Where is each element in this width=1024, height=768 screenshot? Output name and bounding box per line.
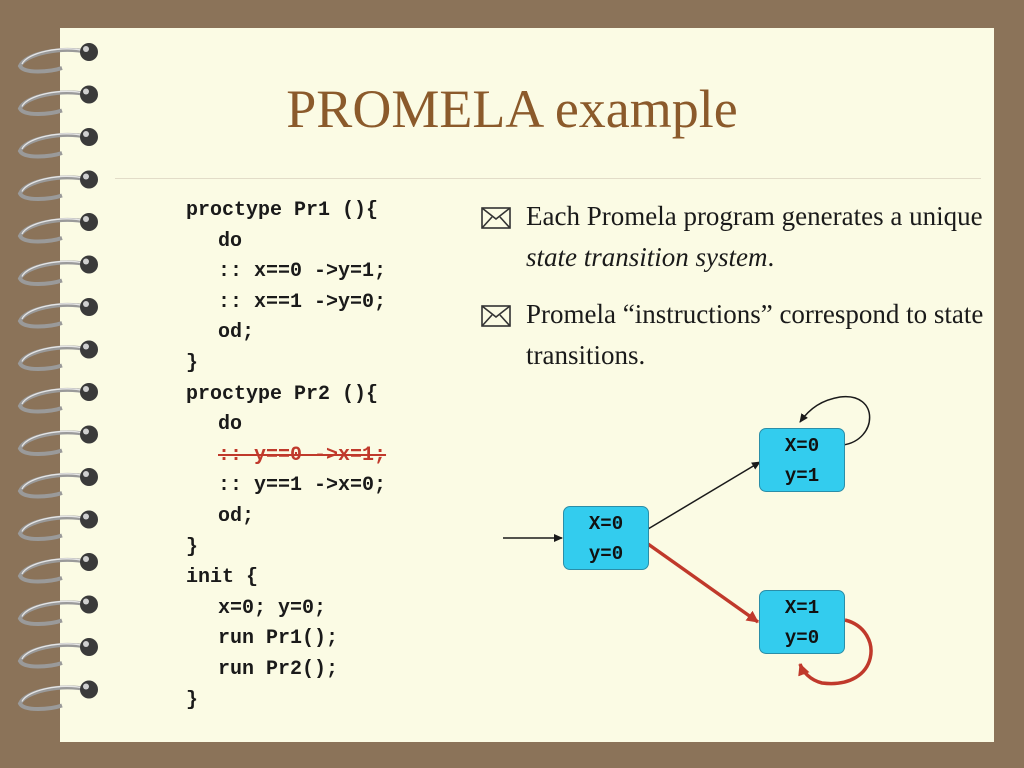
- self-loop-arrow-highlight: [798, 618, 873, 686]
- code-line: }: [186, 688, 199, 712]
- title-divider: [115, 178, 981, 179]
- code-line: proctype Pr2 (){: [186, 382, 379, 406]
- bullet-text: Promela “instructions” correspond to sta…: [526, 299, 984, 370]
- code-line: do: [218, 229, 243, 253]
- state-y-label: y=0: [588, 543, 624, 565]
- bullet-item: Each Promela program generates a unique …: [480, 196, 1010, 278]
- spiral-ring-icon: [17, 383, 98, 414]
- self-loop-arrow: [799, 396, 871, 446]
- code-line: run Pr2();: [218, 657, 339, 681]
- envelope-icon: [481, 207, 511, 229]
- state-x-label: X=1: [784, 597, 820, 619]
- spiral-ring-icon: [17, 638, 98, 669]
- bullet-item: Promela “instructions” correspond to sta…: [480, 294, 1010, 376]
- transition-arrow-highlight: [646, 542, 760, 624]
- code-line: od;: [218, 321, 255, 345]
- spiral-ring-icon: [17, 553, 98, 584]
- state-y-label: y=1: [784, 465, 820, 487]
- spiral-ring-icon: [17, 680, 98, 711]
- spiral-ring-icon: [17, 255, 98, 286]
- spiral-ring-icon: [17, 468, 98, 499]
- code-line: :: x==0 ->y=1;: [218, 260, 387, 284]
- spiral-ring-icon: [17, 43, 98, 74]
- code-line: x=0; y=0;: [218, 596, 327, 620]
- code-line: run Pr1();: [218, 627, 339, 651]
- spiral-binding: [17, 43, 98, 711]
- code-line: do: [218, 413, 243, 437]
- state-node: X=0 y=1: [759, 428, 845, 492]
- spiral-ring-icon: [17, 298, 98, 329]
- state-node: X=1 y=0: [759, 590, 845, 654]
- code-line: init {: [186, 566, 259, 590]
- code-line: od;: [218, 504, 255, 528]
- envelope-icon: [481, 305, 511, 327]
- code-line: proctype Pr1 (){: [186, 199, 379, 222]
- code-line: :: x==1 ->y=0;: [218, 290, 387, 314]
- state-x-label: X=0: [784, 435, 820, 457]
- bullet-emphasis: state transition system: [526, 242, 768, 272]
- state-y-label: y=0: [784, 627, 820, 649]
- spiral-ring-icon: [17, 128, 98, 159]
- page-title: PROMELA example: [286, 79, 738, 139]
- bullet-text: Each Promela program generates a unique: [526, 201, 983, 231]
- code-line-struck: :: y==0 ->x=1;: [218, 443, 387, 467]
- spiral-ring-icon: [17, 510, 98, 541]
- code-line: :: y==1 ->x=0;: [218, 474, 387, 498]
- code-line: }: [186, 535, 199, 559]
- transition-arrow: [647, 461, 761, 530]
- spiral-ring-icon: [17, 340, 98, 371]
- code-line: }: [186, 351, 199, 375]
- bullet-text-end: .: [767, 242, 775, 272]
- spiral-ring-icon: [17, 213, 98, 244]
- spiral-ring-icon: [17, 595, 98, 626]
- state-node: X=0 y=0: [563, 506, 649, 570]
- bullet-list: Each Promela program generates a unique …: [480, 196, 1010, 392]
- spiral-ring-icon: [17, 425, 98, 456]
- state-x-label: X=0: [588, 513, 624, 535]
- spiral-ring-icon: [17, 85, 98, 116]
- spiral-ring-icon: [17, 170, 98, 201]
- code-block: proctype Pr1 (){ do :: x==0 ->y=1; :: x=…: [186, 196, 386, 716]
